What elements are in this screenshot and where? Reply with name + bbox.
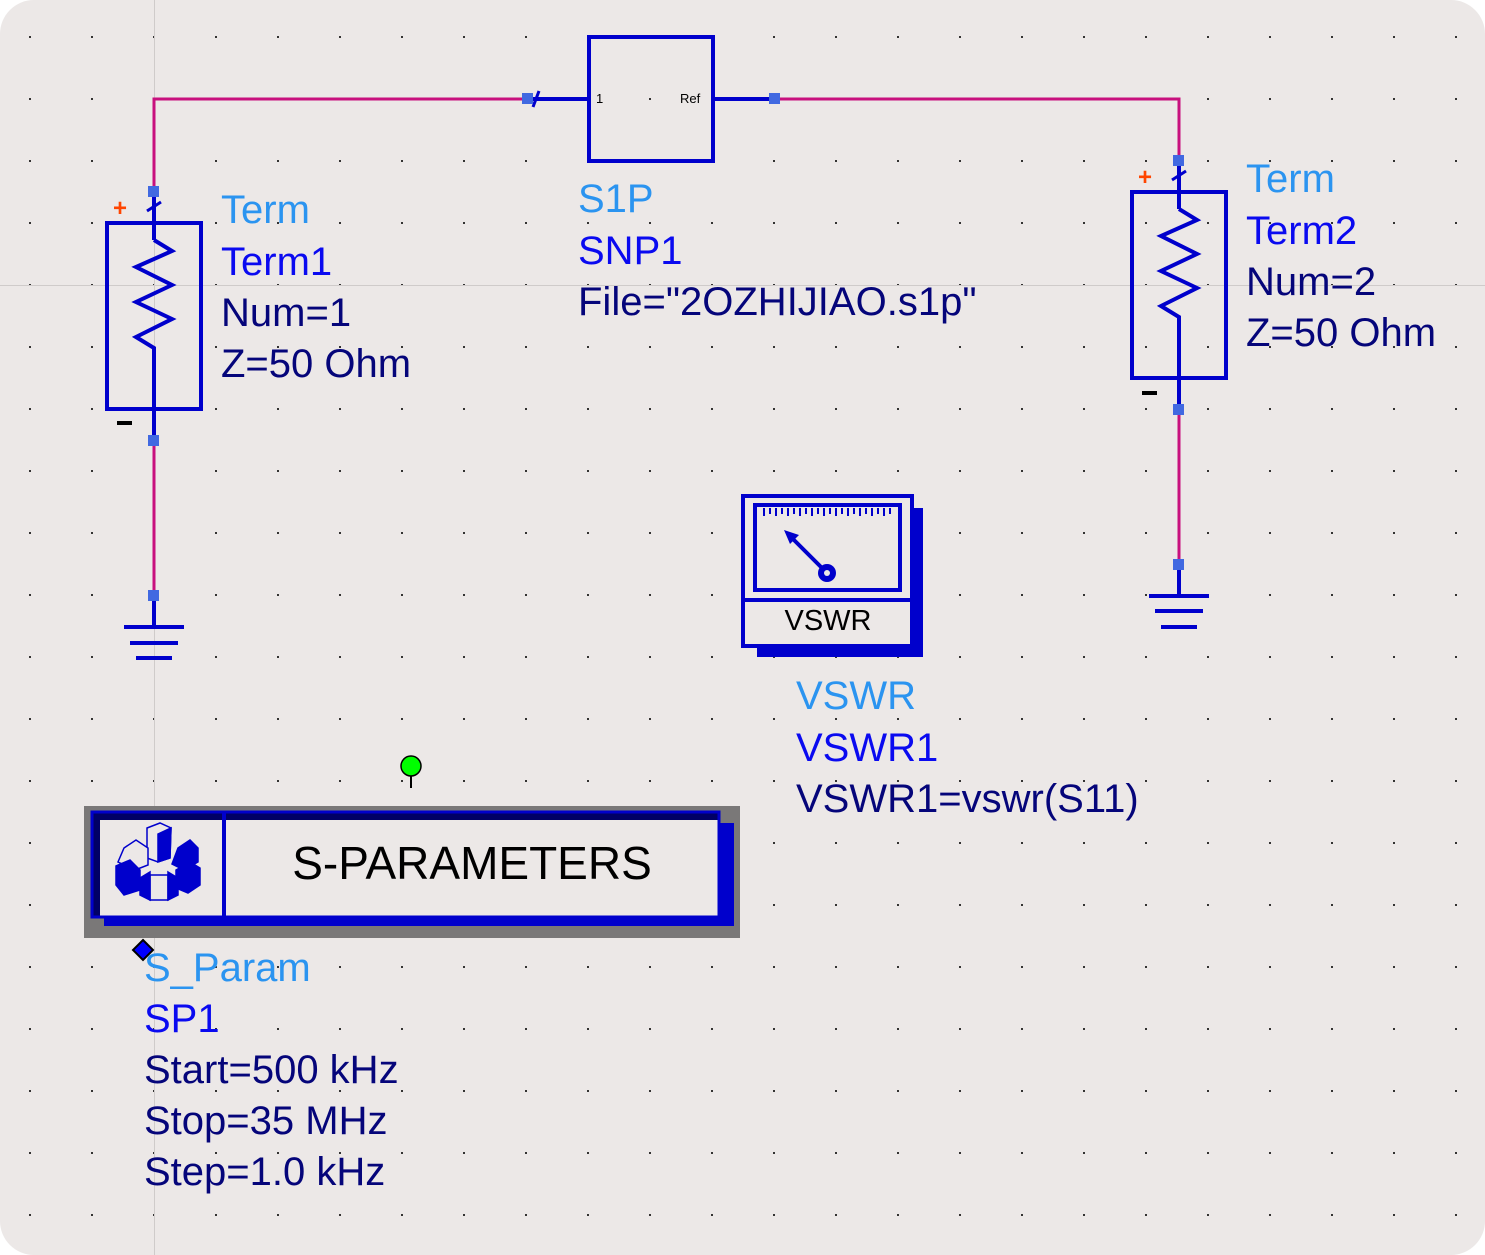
snp1-pin-1[interactable] bbox=[522, 93, 533, 104]
vswr1-instance-label[interactable]: VSWR1 bbox=[796, 726, 939, 770]
term1-pin-plus[interactable] bbox=[148, 186, 159, 197]
vswr1-component[interactable] bbox=[741, 494, 923, 657]
sp1-instance-label[interactable]: SP1 bbox=[144, 997, 220, 1041]
term1-pin-minus[interactable] bbox=[148, 435, 159, 446]
term2-minus-sign bbox=[1142, 391, 1157, 395]
meter-scale-ticks bbox=[763, 508, 891, 516]
resistor-icon bbox=[1156, 207, 1202, 409]
term1-plus-sign: + bbox=[113, 195, 127, 222]
node-marker-green[interactable] bbox=[400, 755, 422, 788]
vswr1-param-expression[interactable]: VSWR1=vswr(S11) bbox=[796, 777, 1139, 821]
wire-term1-to-snp1[interactable] bbox=[152, 97, 528, 192]
term1-minus-sign bbox=[117, 421, 132, 425]
sp1-type-label: S_Param bbox=[144, 946, 311, 990]
snp1-param-file[interactable]: File="2OZHIJIAO.s1p" bbox=[578, 280, 977, 324]
term1-type-label: Term bbox=[221, 188, 310, 232]
sp1-param-start[interactable]: Start=500 kHz bbox=[144, 1048, 399, 1092]
meter-gauge-icon bbox=[753, 503, 902, 592]
snp1-pin-label-1: 1 bbox=[596, 91, 603, 106]
snp1-component[interactable]: 1 Ref bbox=[528, 35, 775, 163]
wires bbox=[152, 97, 1181, 596]
sp1-param-step[interactable]: Step=1.0 kHz bbox=[144, 1150, 386, 1194]
snp1-pin-ref[interactable] bbox=[769, 93, 780, 104]
ground2-pin[interactable] bbox=[1173, 559, 1184, 570]
snp1-pin-label-ref: Ref bbox=[680, 91, 701, 106]
term2-pin-plus[interactable] bbox=[1173, 155, 1184, 166]
term2-plus-sign: + bbox=[1138, 164, 1152, 191]
ground1-pin[interactable] bbox=[148, 590, 159, 601]
wire-snp1-to-term2[interactable] bbox=[775, 97, 1181, 161]
ground2-icon[interactable] bbox=[1149, 565, 1209, 629]
snp1-pin1-tick bbox=[531, 90, 541, 108]
term2-param-z[interactable]: Z=50 Ohm bbox=[1246, 311, 1437, 355]
term2-type-label: Term bbox=[1246, 157, 1335, 201]
gear-controller-icon bbox=[115, 822, 201, 902]
term2-param-num[interactable]: Num=2 bbox=[1246, 260, 1377, 304]
resistor-icon bbox=[131, 238, 177, 440]
snp1-type-label: S1P bbox=[578, 177, 654, 221]
anchor-diamond-marker[interactable] bbox=[131, 938, 155, 962]
term2-pin-minus[interactable] bbox=[1173, 404, 1184, 415]
term1-param-z[interactable]: Z=50 Ohm bbox=[221, 342, 412, 386]
sp1-box-label: S-PARAMETERS bbox=[292, 837, 652, 889]
crosshair-horizontal-guide bbox=[0, 285, 1485, 286]
term1-param-num[interactable]: Num=1 bbox=[221, 291, 352, 335]
term2-instance-label[interactable]: Term2 bbox=[1246, 209, 1358, 253]
snp1-instance-label[interactable]: SNP1 bbox=[578, 229, 683, 273]
ground1-icon[interactable] bbox=[124, 596, 184, 660]
meter-needle bbox=[788, 534, 828, 574]
term2-component[interactable] bbox=[1130, 161, 1228, 409]
vswr1-type-label: VSWR bbox=[796, 674, 916, 718]
vswr1-box-label: VSWR bbox=[784, 604, 872, 637]
sp1-param-stop[interactable]: Stop=35 MHz bbox=[144, 1099, 388, 1143]
term1-component[interactable] bbox=[105, 192, 203, 440]
sp1-component[interactable] bbox=[84, 806, 740, 938]
term1-instance-label[interactable]: Term1 bbox=[221, 240, 333, 284]
